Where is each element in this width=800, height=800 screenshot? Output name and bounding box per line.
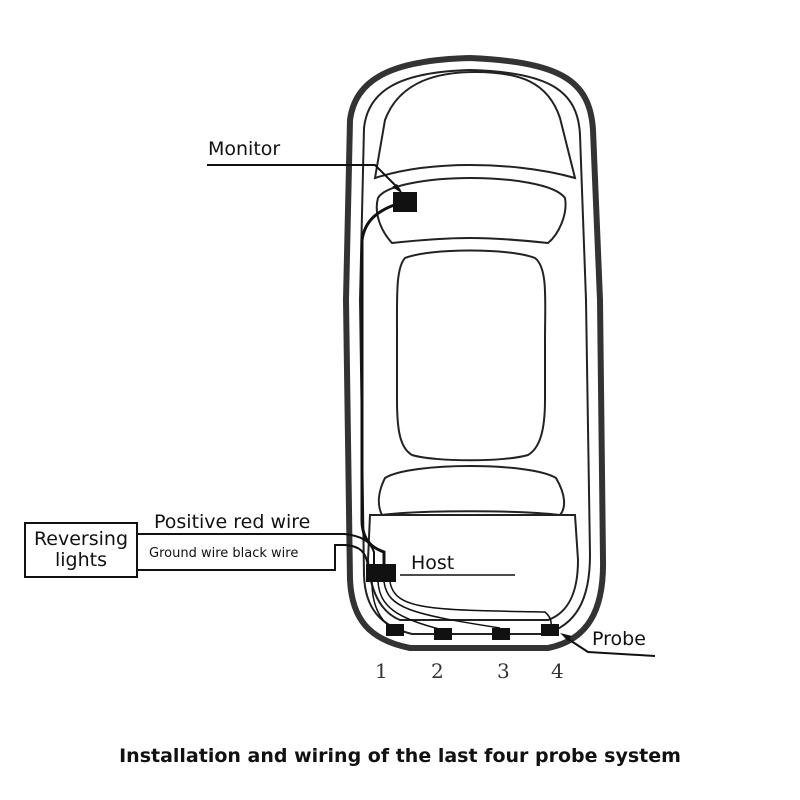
probe-label: Probe — [592, 628, 646, 650]
probe-sensor-3 — [492, 628, 510, 640]
probe-cable-3 — [383, 581, 501, 629]
probe-sensor-1 — [386, 624, 404, 636]
reversing-lights-box: Reversing lights — [24, 522, 138, 578]
host-label: Host — [411, 552, 455, 574]
ground-wire-label: Ground wire black wire — [149, 546, 299, 561]
probe-cable-2 — [377, 581, 444, 631]
probe-number-3: 3 — [497, 659, 510, 683]
monitor-leader-line — [207, 164, 401, 191]
monitor-label: Monitor — [208, 138, 281, 160]
probe-number-2: 2 — [431, 659, 444, 683]
ground-wire-line — [138, 544, 369, 571]
probe-number-1: 1 — [375, 659, 388, 683]
rear-window-outline — [377, 465, 566, 517]
car-body-inner — [358, 68, 592, 635]
probe-arrowhead — [560, 633, 572, 641]
monitor-unit — [393, 192, 417, 212]
monitor-arrowhead — [392, 184, 403, 194]
monitor-host-cable — [360, 201, 401, 566]
windshield-outline — [375, 176, 567, 245]
probe-number-4: 4 — [551, 659, 564, 683]
probe-sensor-4 — [541, 624, 559, 636]
positive-wire-label: Positive red wire — [154, 511, 311, 533]
positive-wire-line — [138, 533, 375, 566]
probe-cable-4 — [389, 581, 552, 631]
roof-outline — [395, 249, 547, 462]
host-unit — [366, 564, 396, 582]
car-body-outer — [342, 54, 607, 651]
diagram-caption: Installation and wiring of the last four… — [119, 745, 681, 767]
probe-leader-line — [564, 636, 656, 657]
hood-outline — [373, 70, 577, 180]
probe-sensor-2 — [434, 628, 452, 640]
